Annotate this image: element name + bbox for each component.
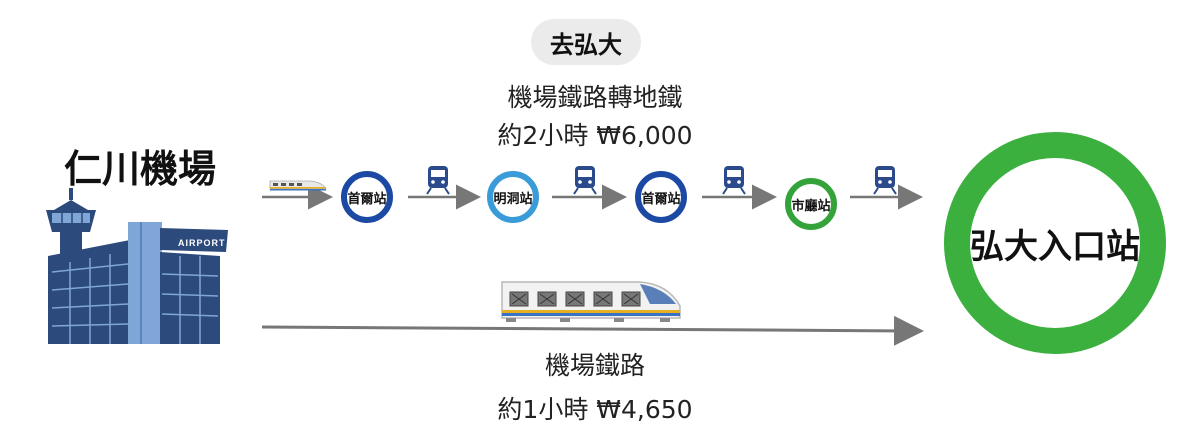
subway-icon-2 [573,166,597,195]
station-myeongdong: 明洞站 [487,171,539,223]
station-label: 明洞站 [493,191,533,207]
station-label: 首爾站 [641,191,681,207]
station-city-hall: 市廳站 [785,178,837,230]
direct-route-arrow [261,315,924,346]
direct-route-name: 機場鐵路 [544,351,645,380]
destination-station: 弘大入口站 [944,132,1166,354]
subway-icon-4 [873,166,897,195]
destination-label: 弘大入口站 [970,226,1140,267]
airport-illustration: AIRPORT [46,188,228,344]
small-airport-train-icon [269,180,327,191]
station-seoul-1: 首爾站 [341,171,393,223]
transfer-route-detail: 約2小時 ₩6,000 [497,121,693,150]
subway-icon-1 [426,166,450,195]
direct-route-detail: 約1小時 ₩4,650 [497,395,693,424]
station-label: 首爾站 [347,191,387,207]
station-label: 市廳站 [791,198,831,214]
subway-train-icons [426,166,897,195]
subway-icon-3 [722,166,746,195]
large-airport-train-icon [501,281,681,322]
origin-title: 仁川機場 [63,147,216,191]
station-seoul-2: 首爾站 [635,171,687,223]
destination-tag: 去弘大 [531,19,641,65]
airport-sign-text: AIRPORT [178,238,226,248]
transfer-route-name: 機場鐵路轉地鐵 [507,83,683,112]
